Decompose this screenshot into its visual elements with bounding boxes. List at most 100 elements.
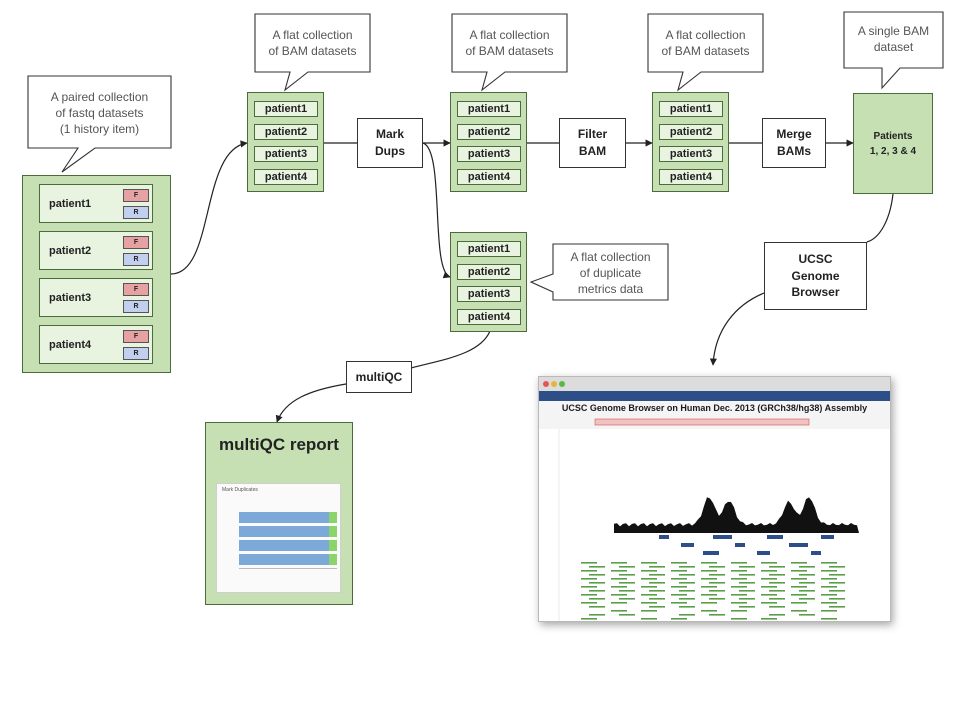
collection-item[interactable]: patient2 — [659, 124, 723, 140]
feature-mark — [769, 598, 785, 600]
feature-mark — [799, 566, 815, 568]
collection-item[interactable]: patient1 — [659, 101, 723, 117]
feature-mark — [799, 598, 815, 600]
feature-mark — [679, 614, 695, 616]
collection-item[interactable]: patient2 — [457, 264, 521, 280]
ucsc-genome-browser-tool[interactable]: UCSC Genome Browser — [764, 242, 867, 310]
feature-mark — [581, 594, 597, 596]
collection-item[interactable]: patient2 — [254, 124, 318, 140]
metrics-collection[interactable]: patient1 patient2 patient3 patient4 — [450, 232, 527, 332]
feature-mark — [641, 586, 657, 588]
bam-collection-1[interactable]: patient1 patient2 patient3 patient4 — [247, 92, 324, 192]
feature-mark — [821, 586, 837, 588]
feature-mark — [641, 578, 657, 580]
feature-mark — [649, 590, 665, 592]
thumbnail-bar — [239, 540, 329, 551]
feature-mark — [649, 582, 665, 584]
thumbnail-bar — [239, 554, 329, 565]
reverse-read-tag: R — [123, 253, 149, 266]
merged-bam-panel[interactable]: Patients 1, 2, 3 & 4 — [853, 93, 933, 194]
bam-collection-3[interactable]: patient1 patient2 patient3 patient4 — [652, 92, 729, 192]
feature-mark — [641, 562, 657, 564]
coverage-track — [614, 497, 859, 533]
feature-mark — [679, 598, 695, 600]
feature-mark — [709, 582, 725, 584]
feature-mark — [829, 582, 845, 584]
feature-mark — [791, 578, 807, 580]
collection-item[interactable]: patient1 — [457, 241, 521, 257]
feature-mark — [731, 594, 747, 596]
feature-mark — [611, 570, 627, 572]
gene-block — [659, 535, 669, 539]
multiqc-tool[interactable]: multiQC — [346, 361, 412, 393]
feature-mark — [769, 590, 785, 592]
merge-bams-tool[interactable]: Merge BAMs — [762, 118, 826, 168]
feature-mark — [619, 598, 635, 600]
feature-mark — [649, 606, 665, 608]
feature-mark — [761, 602, 777, 604]
bubble-shape-single — [843, 11, 944, 90]
mark-dups-tool[interactable]: Mark Dups — [357, 118, 423, 168]
filter-bam-tool[interactable]: Filter BAM — [559, 118, 626, 168]
bubble-shape-flat2 — [451, 13, 568, 92]
gene-block — [681, 543, 694, 547]
edge-markdups-to-metrics — [422, 142, 451, 279]
thumbnail-title: Mark Duplicates — [222, 487, 258, 493]
feature-mark — [731, 570, 747, 572]
bubble-shape-metrics — [529, 243, 669, 301]
thumbnail-bar — [239, 512, 329, 523]
browser-chrome — [539, 377, 890, 392]
feature-mark — [581, 586, 597, 588]
feature-mark — [649, 566, 665, 568]
paired-item[interactable]: patient1 F R — [39, 184, 153, 223]
forward-read-tag: F — [123, 283, 149, 296]
feature-mark — [709, 574, 725, 576]
feature-mark — [769, 614, 785, 616]
feature-mark — [761, 562, 777, 564]
collection-item[interactable]: patient1 — [254, 101, 318, 117]
maximize-dot-icon — [559, 381, 565, 387]
collection-item[interactable]: patient3 — [254, 146, 318, 162]
paired-item[interactable]: patient4 F R — [39, 325, 153, 364]
feature-mark — [761, 594, 777, 596]
feature-mark — [799, 614, 815, 616]
feature-mark — [589, 566, 605, 568]
feature-mark — [611, 578, 627, 580]
bubble-single-bam: A single BAM dataset — [857, 24, 930, 54]
collection-item[interactable]: patient3 — [659, 146, 723, 162]
feature-mark — [611, 586, 627, 588]
feature-mark — [791, 562, 807, 564]
feature-mark — [679, 582, 695, 584]
collection-item[interactable]: patient4 — [254, 169, 318, 185]
feature-mark — [799, 574, 815, 576]
feature-mark — [701, 570, 717, 572]
feature-mark — [739, 590, 755, 592]
feature-mark — [731, 562, 747, 564]
collection-item[interactable]: patient2 — [457, 124, 521, 140]
paired-collection-panel[interactable]: patient1 F R patient2 F R patient3 F R p… — [22, 175, 171, 373]
multiqc-report-panel[interactable]: multiQC report Mark Duplicates — [205, 422, 353, 605]
feature-mark — [671, 602, 687, 604]
collection-item[interactable]: patient4 — [659, 169, 723, 185]
feature-mark — [821, 578, 837, 580]
feature-mark — [611, 594, 627, 596]
feature-mark — [739, 598, 755, 600]
collection-item[interactable]: patient4 — [457, 169, 521, 185]
feature-mark — [611, 610, 627, 612]
feature-mark — [799, 590, 815, 592]
browser-nav-bar — [539, 391, 890, 401]
collection-item[interactable]: patient1 — [457, 101, 521, 117]
feature-mark — [649, 574, 665, 576]
feature-mark — [701, 610, 717, 612]
bam-collection-2[interactable]: patient1 patient2 patient3 patient4 — [450, 92, 527, 192]
feature-mark — [581, 570, 597, 572]
gene-block — [821, 535, 834, 539]
collection-item[interactable]: patient3 — [457, 286, 521, 302]
paired-item[interactable]: patient2 F R — [39, 231, 153, 270]
feature-mark — [671, 594, 687, 596]
paired-item[interactable]: patient3 F R — [39, 278, 153, 317]
collection-item[interactable]: patient3 — [457, 146, 521, 162]
feature-mark — [739, 566, 755, 568]
collection-item[interactable]: patient4 — [457, 309, 521, 325]
feature-mark — [739, 582, 755, 584]
